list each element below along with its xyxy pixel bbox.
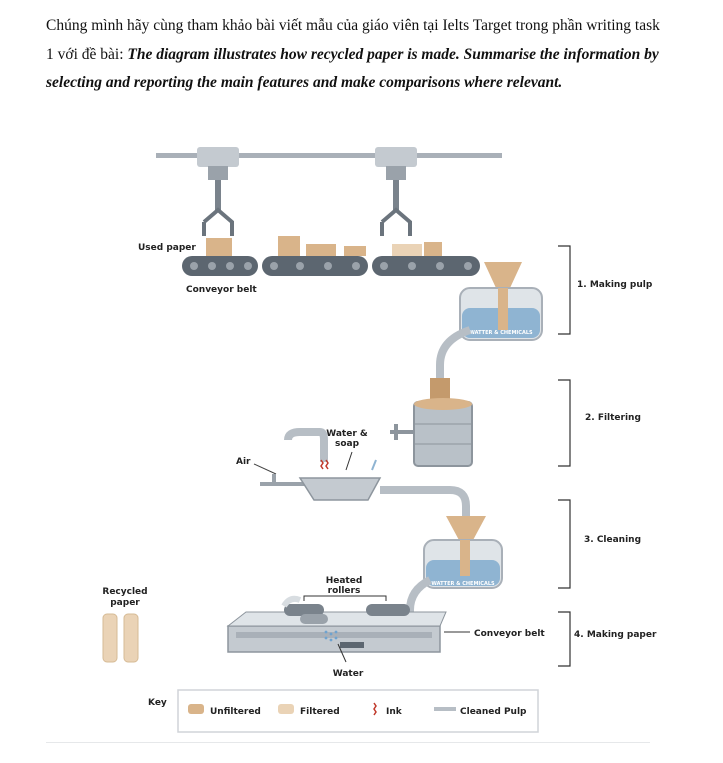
water-label: Water	[333, 669, 364, 679]
heated-rollers-bracket	[303, 595, 387, 601]
soap-arrow	[345, 451, 353, 471]
bottom-divider	[46, 742, 650, 743]
stage-4-label: 4. Making paper	[574, 630, 657, 640]
water-soap-label-line2: soap	[335, 439, 360, 449]
heated-rollers	[281, 595, 410, 624]
water-soap-label-line1: Water &	[326, 429, 368, 439]
soap-pipe	[284, 428, 328, 462]
water-spray	[324, 630, 338, 642]
water-chemicals-label-1: WATTER & CHEMICALS	[469, 330, 533, 336]
recycled-paper-label-line2: paper	[110, 598, 140, 608]
heated-rollers-label-line2: rollers	[328, 586, 361, 596]
key-unfiltered-label: Unfiltered	[210, 707, 261, 717]
cleaned-pulp-icon	[434, 707, 456, 711]
key-cleaned-pulp-label: Cleaned Pulp	[460, 707, 527, 717]
conveyor-belt-top-label: Conveyor belt	[186, 285, 257, 295]
ink-icon	[373, 702, 377, 716]
heated-rollers-label-line1: Heated	[326, 576, 363, 586]
air-arrow	[253, 463, 277, 475]
task-prompt: The diagram illustrates how recycled pap…	[46, 45, 659, 92]
intro-paragraph: Chúng mình hãy cùng tham khảo bài viết m…	[46, 12, 666, 98]
top-conveyor-belt	[182, 256, 480, 276]
overhead-crane	[156, 147, 502, 236]
key-filtered-label: Filtered	[300, 707, 340, 717]
recycled-paper-label-line1: Recycled	[102, 587, 147, 597]
used-paper-label: Used paper	[138, 243, 196, 253]
ink-drops	[320, 459, 329, 470]
filtering-drum	[390, 378, 473, 467]
cleaning-tank	[423, 539, 503, 589]
paper-machine	[226, 611, 447, 653]
key-ink-label: Ink	[386, 707, 403, 717]
filter-outflow	[371, 459, 377, 471]
pulp-funnel-2	[446, 516, 486, 542]
used-paper-bundles	[206, 236, 442, 256]
pulp-pipe-1	[436, 326, 472, 380]
air-pipe	[260, 474, 308, 486]
stage-3-label: 3. Cleaning	[584, 535, 641, 545]
key-box	[177, 689, 539, 733]
stage-2-label: 2. Filtering	[585, 413, 641, 423]
filtered-paper-icon	[278, 704, 294, 714]
key-title: Key	[148, 698, 167, 708]
stage-1-label: 1. Making pulp	[577, 280, 653, 290]
pulp-pipe-2	[380, 486, 470, 516]
stage-brackets	[558, 245, 571, 667]
intro-lead: Chúng mình hãy cùng tham khảo bài viết m…	[46, 17, 660, 63]
water-chemicals-label-2: WATTER & CHEMICALS	[431, 581, 495, 587]
conveyor-belt-bottom-label: Conveyor belt	[474, 629, 545, 639]
unfiltered-paper-icon	[188, 704, 204, 714]
pulp-funnel-1	[484, 262, 522, 288]
washing-basin	[298, 477, 382, 501]
air-label: Air	[236, 457, 251, 467]
recycled-paper-rolls	[102, 613, 139, 663]
water-pointer	[337, 643, 347, 663]
pulp-tank	[459, 287, 543, 341]
pulp-pipe-3	[406, 576, 432, 624]
